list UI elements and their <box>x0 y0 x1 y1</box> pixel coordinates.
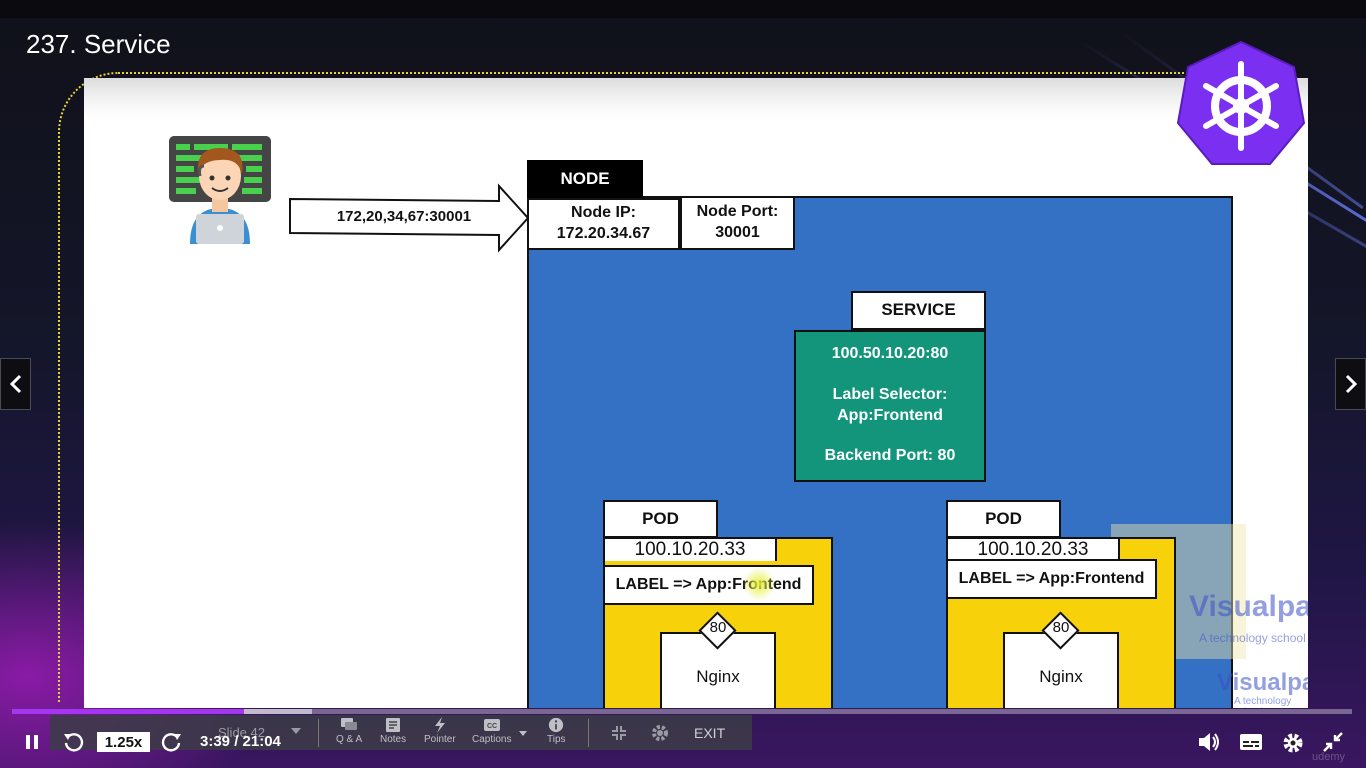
tips-button[interactable]: Tips <box>547 717 566 745</box>
settings-gear-icon[interactable] <box>1281 731 1305 755</box>
svg-text:CC: CC <box>487 723 497 730</box>
watermark-brand: Visualpath <box>1217 669 1308 696</box>
pointer-label: Pointer <box>424 734 456 745</box>
node-label: NODE <box>527 160 643 198</box>
watermark-brand: Visualpath <box>1189 590 1308 623</box>
tips-label: Tips <box>547 734 566 745</box>
service-backend-port: Backend Port: 80 <box>824 447 956 465</box>
toolbar-divider <box>588 719 589 747</box>
node-ip-value: 172.20.34.67 <box>556 225 651 242</box>
top-bar <box>0 0 1366 18</box>
service-label: SERVICE <box>851 291 986 330</box>
transcript-icon[interactable] <box>1239 733 1263 751</box>
chevron-down-icon[interactable] <box>519 731 527 736</box>
lecture-title: 237. Service <box>26 29 171 59</box>
chevron-right-icon <box>1345 374 1357 394</box>
presentation-toolbar: Slide 42 Q & A Notes Pointer CC Captions… <box>50 715 752 750</box>
watermark-tagline: A technology school <box>1199 631 1306 645</box>
client-address-label: 172,20,34,67:30001 <box>336 208 472 226</box>
pod-selector-label: LABEL => App:Frontend <box>603 565 814 605</box>
qa-label: Q & A <box>336 734 363 745</box>
decor-dotted-frame <box>58 72 1258 702</box>
time-display: 3:39 / 21:04 <box>200 733 281 750</box>
node-port-box: Node Port: 30001 <box>680 196 795 250</box>
rewind-icon[interactable] <box>62 730 84 752</box>
next-lecture-button[interactable] <box>1335 358 1366 410</box>
request-arrow <box>289 183 530 253</box>
captions-label: Captions <box>472 734 512 745</box>
pod-label: POD <box>603 500 718 538</box>
brand-watermark: udemy <box>1312 751 1346 763</box>
chevron-left-icon <box>9 374 21 394</box>
fullscreen-icon[interactable] <box>1322 731 1344 753</box>
slide-canvas: 172,20,34,67:30001 NODE Node IP: 172.20.3… <box>84 78 1308 708</box>
exit-button[interactable]: EXIT <box>694 725 726 741</box>
forward-icon[interactable] <box>161 730 183 752</box>
container-port: 80 <box>1052 619 1070 636</box>
progress-played <box>12 709 244 714</box>
gear-icon[interactable] <box>650 723 670 743</box>
toolbar-divider <box>318 719 319 747</box>
video-progress-bar[interactable] <box>12 709 1352 714</box>
chevron-down-icon[interactable] <box>291 728 301 734</box>
pointer-highlight <box>742 567 776 601</box>
slide-indicator[interactable]: Slide 42 <box>218 725 265 740</box>
captions-button[interactable]: CC Captions <box>472 717 511 745</box>
service-cluster-ip: 100.50.10.20:80 <box>831 345 949 362</box>
pod-ip: 100.10.20.33 <box>603 537 777 561</box>
playback-speed-button[interactable]: 1.25x <box>97 732 150 752</box>
volume-icon[interactable] <box>1197 731 1221 753</box>
node-ip-box: Node IP: 172.20.34.67 <box>527 198 680 250</box>
node-port-value: 30001 <box>715 224 760 241</box>
prev-lecture-button[interactable] <box>0 358 31 410</box>
notes-button[interactable]: Notes <box>380 717 406 745</box>
chat-icon <box>341 718 358 730</box>
service-selector-label: Label Selector: <box>832 385 948 403</box>
notes-label: Notes <box>380 734 407 745</box>
node-ip-label: Node IP: <box>571 204 636 222</box>
pod-ip: 100.10.20.33 <box>946 537 1120 561</box>
pause-icon[interactable] <box>24 734 40 750</box>
kubernetes-logo-icon <box>1176 40 1306 173</box>
info-icon <box>549 717 564 733</box>
pod-label: POD <box>946 500 1061 538</box>
watermark-tagline: A technology school <box>1234 696 1292 708</box>
service-selector-value: App:Frontend <box>837 406 943 424</box>
qa-button[interactable]: Q & A <box>336 717 362 745</box>
notes-icon <box>386 718 401 732</box>
user-avatar-icon <box>168 136 272 251</box>
service-box: 100.50.10.20:80 Label Selector: App:Fron… <box>794 330 986 482</box>
cc-icon: CC <box>483 719 500 731</box>
node-port-label: Node Port: <box>696 203 779 221</box>
pod-selector-label: LABEL => App:Frontend <box>946 559 1157 599</box>
pointer-icon <box>434 717 445 733</box>
exit-fullscreen-icon[interactable] <box>611 725 627 741</box>
container-port: 80 <box>709 619 727 636</box>
pointer-button[interactable]: Pointer <box>424 717 456 745</box>
